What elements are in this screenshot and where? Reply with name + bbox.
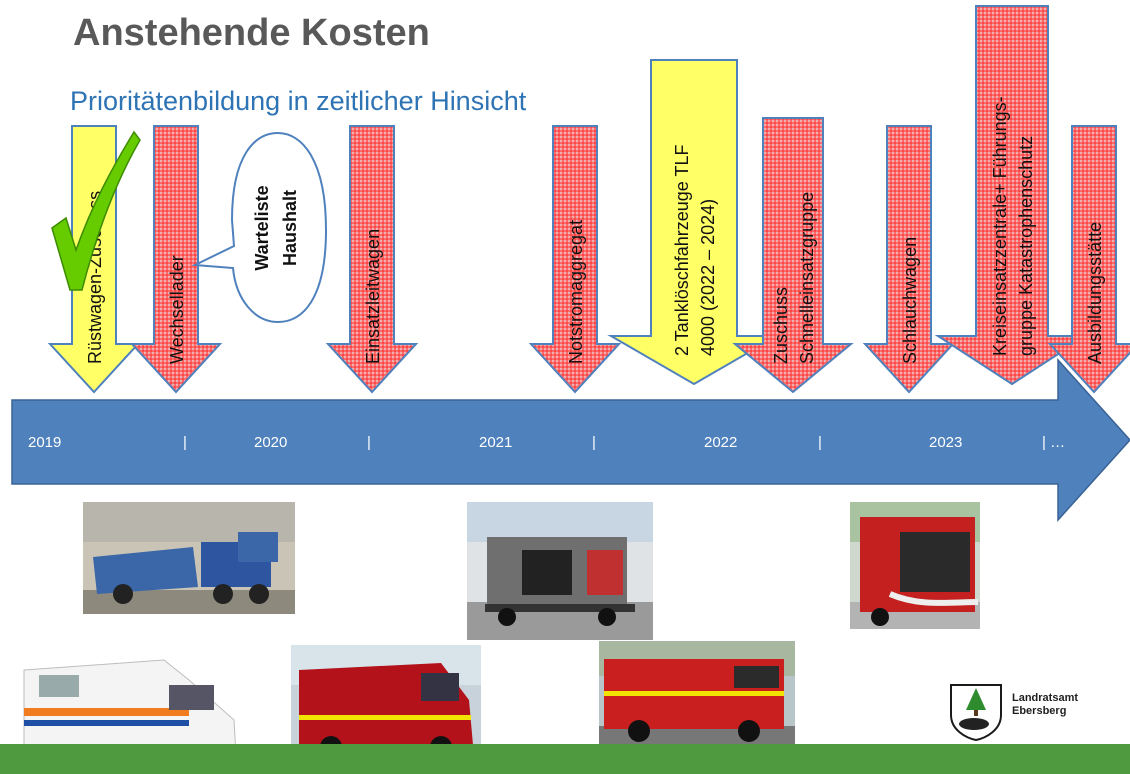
cost-arrow-4 (528, 125, 622, 394)
timeline-separator: | (592, 434, 596, 451)
callout-line2: Haushalt (280, 190, 300, 266)
cost-arrow-label: Einsatzleitwagen (363, 229, 383, 364)
cost-arrow-label: Notstromaggregat (566, 220, 586, 364)
cost-arrow-label: gruppe Katastrophenschutz (1016, 136, 1036, 356)
logo-line1: Landratsamt (1012, 692, 1079, 704)
cost-arrow-label: Schnelleinsatzgruppe (797, 192, 817, 364)
cost-arrow-7 (862, 125, 956, 394)
checkmark-icon (51, 130, 141, 291)
photo-wechsellader-truck (83, 502, 295, 614)
timeline-label-2020: 2020 (254, 434, 287, 451)
logo-line2: Ebersberg (1012, 705, 1067, 717)
ground-strip (0, 744, 1130, 774)
page-subtitle: Prioritätenbildung in zeitlicher Hinsich… (70, 86, 527, 116)
cost-arrow-5 (607, 59, 781, 386)
landratsamt-logo: Landratsamt Ebersberg (946, 680, 1116, 742)
callout-line1: Warteliste (252, 185, 272, 270)
timeline-label-2022: 2022 (704, 434, 737, 451)
photo-tanklöschfahrzeug (599, 641, 795, 748)
cost-arrow-6 (732, 117, 854, 394)
photo-schlauchwagen (850, 502, 980, 629)
timeline-label-2019: 2019 (28, 434, 61, 451)
timeline-label-2023: 2023 (929, 434, 962, 451)
timeline-separator: | … (1042, 434, 1065, 451)
timeline-arrow (11, 358, 1130, 522)
page-title: Anstehende Kosten (73, 12, 430, 54)
cost-arrow-2 (129, 125, 223, 394)
cost-arrow-label: Kreiseinsatzzentrale+ Führungs- (990, 96, 1010, 356)
cost-arrow-label: Ausbildungsstätte (1085, 222, 1105, 364)
cost-arrow-label: 4000 (2022 – 2024) (698, 199, 718, 356)
cost-arrow-label: Wechsellader (167, 255, 187, 364)
cost-arrow-9 (1047, 125, 1130, 394)
timeline-separator: | (818, 434, 822, 451)
cost-arrow-label: Zuschuss (771, 287, 791, 364)
timeline-labels: 2019 | 2020 | 2021 | 2022 | 2023 | … (28, 434, 1065, 451)
cost-arrow-label: Schlauchwagen (900, 237, 920, 364)
timeline-separator: | (183, 434, 187, 451)
cost-arrow-label: 2 Tanklöschfahrzeuge TLF (672, 145, 692, 356)
cost-arrow-3 (325, 125, 419, 394)
timeline-label-2021: 2021 (479, 434, 512, 451)
photo-notstromaggregat (467, 502, 653, 640)
timeline-separator: | (367, 434, 371, 451)
callout-bubble: Warteliste Haushalt (191, 131, 328, 324)
cost-arrow-8 (934, 5, 1090, 386)
